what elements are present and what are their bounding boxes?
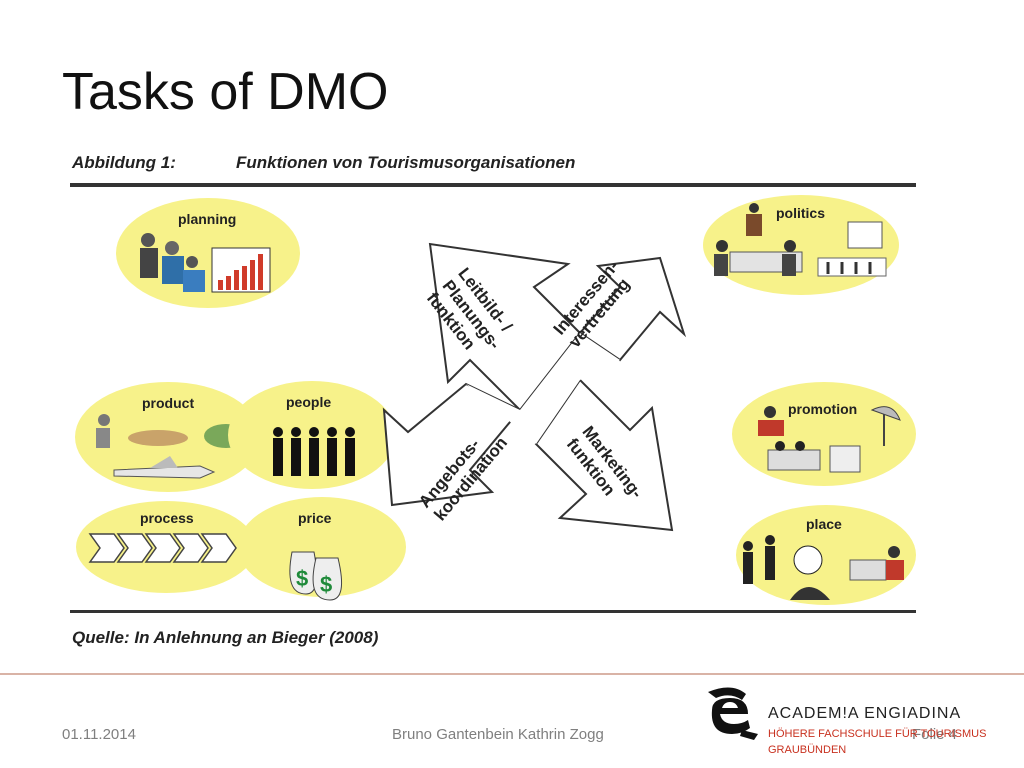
- bubble-politics: politics: [703, 195, 899, 295]
- arrow-bottom-left: [382, 382, 522, 507]
- arrow-bottom-right: [534, 378, 674, 532]
- bubble-promotion-label: promotion: [788, 401, 857, 417]
- footer-date: 01.11.2014: [62, 726, 136, 743]
- logo-subtitle-line-1: HÖHERE FACHSCHULE FÜR TOURISMUS: [768, 728, 987, 740]
- bubble-price: price $ $: [238, 497, 406, 601]
- meeting-icon: [714, 203, 803, 276]
- figure-header-label: Abbildung 1:: [71, 153, 176, 172]
- arrow-top-left: [428, 242, 582, 412]
- footer-folio: Folie 4: [912, 726, 958, 743]
- satellite-dish-icon: [870, 406, 901, 446]
- money-bags-icon: $ $: [289, 551, 343, 601]
- bubble-place-label: place: [806, 516, 842, 532]
- svg-text:$: $: [320, 572, 332, 597]
- bar-chart-icon: [211, 247, 271, 293]
- bubble-product-label: product: [142, 395, 194, 411]
- function-arrows-cross: [382, 242, 687, 532]
- bubble-promotion: promotion: [732, 382, 916, 486]
- academia-logo-icon: [708, 687, 758, 740]
- footer-divider: [0, 673, 1024, 675]
- figure-top-rule: [70, 183, 916, 187]
- staff-silhouettes-icon: [273, 427, 355, 476]
- bubble-process-label: process: [140, 510, 194, 526]
- slide-title: Tasks of DMO: [62, 63, 389, 121]
- bubble-price-label: price: [298, 510, 332, 526]
- logo-subtitle-line-2: GRAUBÜNDEN: [768, 744, 847, 756]
- bubble-product: product: [75, 382, 261, 492]
- process-chevrons-icon: [88, 533, 237, 563]
- phone-person-icon: [743, 535, 904, 600]
- bubble-place: place: [736, 505, 916, 605]
- audience-icon: [817, 221, 887, 277]
- bubble-people-label: people: [286, 394, 331, 410]
- figure-source: Quelle: In Anlehnung an Bieger (2008): [72, 628, 379, 647]
- bubble-planning-label: planning: [178, 211, 236, 227]
- svg-text:$: $: [296, 566, 308, 591]
- figure-bottom-rule: [70, 610, 916, 613]
- bubble-process: process: [76, 501, 256, 593]
- logo-name: ACADEM!A ENGIADINA: [768, 705, 962, 722]
- arrow-top-right: [578, 256, 687, 362]
- promotion-people-icon: [758, 406, 861, 473]
- footer-authors: Bruno Gantenbein Kathrin Zogg: [392, 726, 604, 743]
- bubble-politics-label: politics: [776, 205, 825, 221]
- bubble-planning: planning: [116, 198, 300, 308]
- bubble-people: people: [228, 381, 396, 489]
- figure-header-title: Funktionen von Tourismusorganisationen: [236, 153, 575, 172]
- planning-people-icon: [140, 233, 205, 292]
